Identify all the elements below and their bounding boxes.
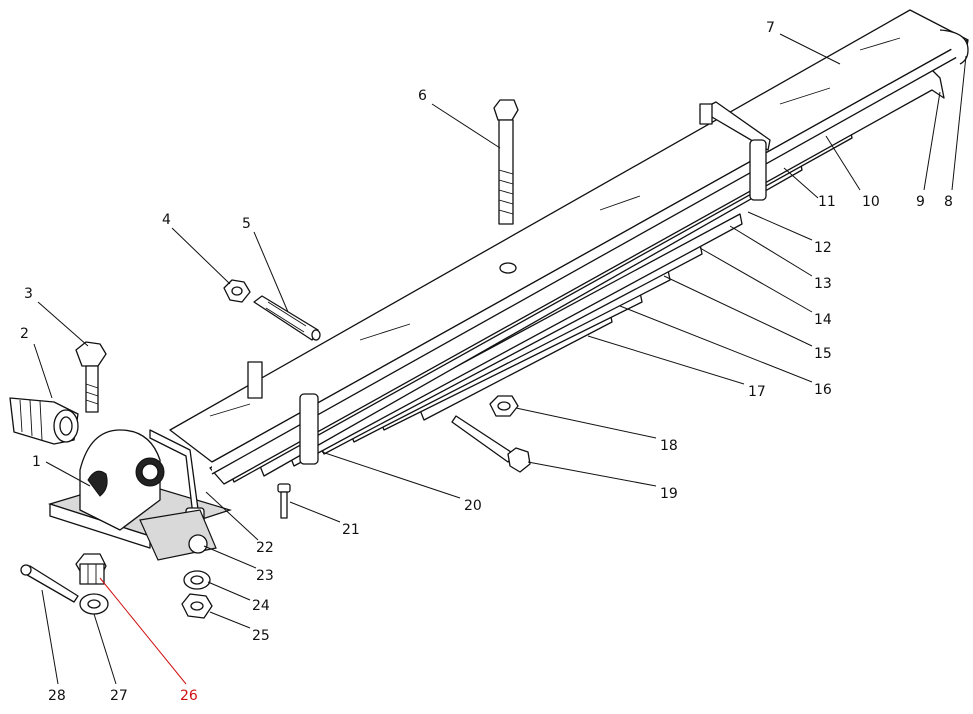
callout-labels: 1 2 3 4 5 6 7 8 9 10 11 12 13 14 15 16 1… xyxy=(20,20,953,704)
callout-18: 18 xyxy=(660,438,678,454)
centre-bolt-hole xyxy=(499,262,517,274)
bracket-plate-23 xyxy=(139,509,217,561)
callout-9: 9 xyxy=(916,194,925,210)
main-leaf-eye-8 xyxy=(939,29,969,65)
leader-11 xyxy=(783,167,819,199)
callout-14: 14 xyxy=(814,312,832,328)
leaf-9-second xyxy=(209,67,945,485)
leader-25 xyxy=(209,611,251,629)
leader-15 xyxy=(663,275,813,347)
bolt-21 xyxy=(277,483,291,519)
callout-20: 20 xyxy=(464,498,482,514)
leader-22 xyxy=(205,491,259,541)
leader-21 xyxy=(289,501,341,523)
callout-21: 21 xyxy=(342,522,360,538)
centre-bolt-6 xyxy=(493,99,519,225)
leaf-7-main-edge xyxy=(211,39,969,475)
leader-18 xyxy=(515,407,657,439)
leader-27 xyxy=(93,613,117,685)
callout-19: 19 xyxy=(660,486,678,502)
leader-2 xyxy=(33,343,53,399)
leader-23 xyxy=(203,545,257,569)
callout-11: 11 xyxy=(818,194,836,210)
callout-28: 28 xyxy=(48,688,66,704)
leader-20 xyxy=(321,451,461,499)
leader-17 xyxy=(587,335,745,385)
leader-12 xyxy=(747,211,813,241)
leader-7 xyxy=(779,33,841,65)
leader-14 xyxy=(699,247,813,313)
rebound-clamp-12 xyxy=(699,101,771,201)
leader-lines xyxy=(33,33,967,685)
rebound-clamp-20 xyxy=(247,361,319,465)
callout-16: 16 xyxy=(814,382,832,398)
callout-13: 13 xyxy=(814,276,832,292)
callout-23: 23 xyxy=(256,568,274,584)
leader-28 xyxy=(41,589,59,685)
leader-4 xyxy=(171,227,231,285)
rubber-bushing-2 xyxy=(9,397,79,445)
leader-10 xyxy=(825,135,861,191)
leader-5 xyxy=(253,231,289,313)
callout-25: 25 xyxy=(252,628,270,644)
leaf-spring-pack xyxy=(169,9,969,485)
callout-26: 26 xyxy=(180,688,198,704)
callout-3: 3 xyxy=(24,286,33,302)
cotter-pin-28 xyxy=(20,564,79,603)
leaf-13 xyxy=(289,213,743,467)
leaf-7-hatching xyxy=(209,37,901,417)
leader-16 xyxy=(619,305,813,383)
callout-4: 4 xyxy=(162,212,171,228)
leaf-7-main xyxy=(169,9,969,463)
leader-1 xyxy=(45,461,91,487)
callout-22: 22 xyxy=(256,540,274,556)
leader-24 xyxy=(207,581,251,601)
callout-15: 15 xyxy=(814,346,832,362)
callout-5: 5 xyxy=(242,216,251,232)
leader-26 xyxy=(99,577,187,685)
nut-25 xyxy=(181,593,213,619)
leader-9 xyxy=(923,91,941,191)
callout-27: 27 xyxy=(110,688,128,704)
callout-24: 24 xyxy=(252,598,270,614)
callout-17: 17 xyxy=(748,384,766,400)
callout-8: 8 xyxy=(944,194,953,210)
callout-1: 1 xyxy=(32,454,41,470)
callout-7: 7 xyxy=(766,20,775,36)
bolt-3 xyxy=(75,341,107,413)
callout-12: 12 xyxy=(814,240,832,256)
bolt-19 xyxy=(451,415,531,473)
callout-6: 6 xyxy=(418,88,427,104)
leader-6 xyxy=(431,103,501,149)
leader-3 xyxy=(37,301,89,347)
washer-27 xyxy=(79,593,109,615)
pin-5 xyxy=(253,295,321,341)
washer-24 xyxy=(183,570,211,590)
castle-nut-26 xyxy=(75,553,107,585)
leader-8 xyxy=(951,55,967,191)
nut-4 xyxy=(223,279,251,303)
nut-18 xyxy=(489,395,519,417)
callout-2: 2 xyxy=(20,326,29,342)
leader-19 xyxy=(527,461,657,487)
callout-10: 10 xyxy=(862,194,880,210)
leader-13 xyxy=(729,225,813,277)
